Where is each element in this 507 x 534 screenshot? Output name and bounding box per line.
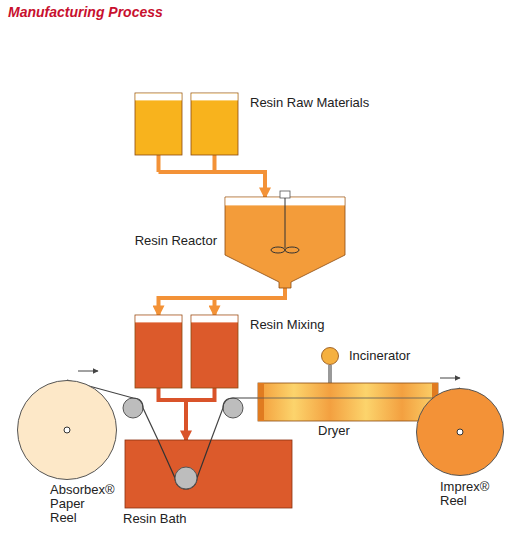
- connector-line: [159, 388, 215, 400]
- incinerator-shape: [321, 347, 339, 365]
- product-reel: Imprex® Reel: [416, 388, 504, 476]
- connector: [211, 398, 258, 440]
- connector: [330, 365, 331, 383]
- connector-line: [157, 155, 161, 172]
- paper-reel: Absorbex® Paper Reel: [17, 380, 117, 480]
- resin-reactor-shape: [225, 197, 345, 288]
- paper-reel-shape: [17, 380, 117, 480]
- node-label: Resin Bath: [123, 511, 187, 526]
- node-label: Absorbex® Paper Reel: [50, 483, 115, 525]
- guide-roller: [223, 398, 243, 418]
- dryer: Dryer: [258, 383, 438, 421]
- node-label: Dryer: [318, 423, 350, 438]
- raw-material-tanks: Resin Raw Materials: [135, 93, 238, 155]
- resin-reactor: Resin Reactor: [225, 197, 345, 288]
- mixing-tanks: Resin Mixing: [135, 315, 238, 388]
- node-label: Incinerator: [349, 348, 410, 363]
- node-label: Resin Mixing: [250, 317, 324, 332]
- title: Manufacturing Process: [8, 4, 163, 20]
- connector-line: [184, 400, 188, 440]
- raw-material-tanks-shape: [135, 93, 238, 155]
- connector-line: [215, 172, 266, 197]
- connector-line: [159, 155, 215, 172]
- connector-line: [213, 298, 217, 315]
- node-label: Resin Reactor: [135, 233, 217, 248]
- node-label: Resin Raw Materials: [250, 95, 369, 110]
- connector-line: [211, 398, 258, 440]
- connector-line: [328, 365, 332, 383]
- node-label: Imprex® Reel: [440, 480, 489, 508]
- dryer-shape: [258, 383, 438, 421]
- resin-bath: Resin Bath: [125, 440, 292, 508]
- direction-arrow: [78, 371, 98, 372]
- direction-arrow: [440, 378, 460, 379]
- connector: [159, 388, 215, 440]
- connector: [159, 155, 266, 197]
- guide-roller: [123, 398, 143, 418]
- incinerator: Incinerator: [321, 347, 339, 365]
- connector-line: [159, 288, 286, 315]
- resin-bath-shape: [125, 440, 292, 508]
- connector: [159, 288, 286, 315]
- product-reel-shape: [416, 388, 504, 476]
- mixing-tanks-shape: [135, 315, 238, 388]
